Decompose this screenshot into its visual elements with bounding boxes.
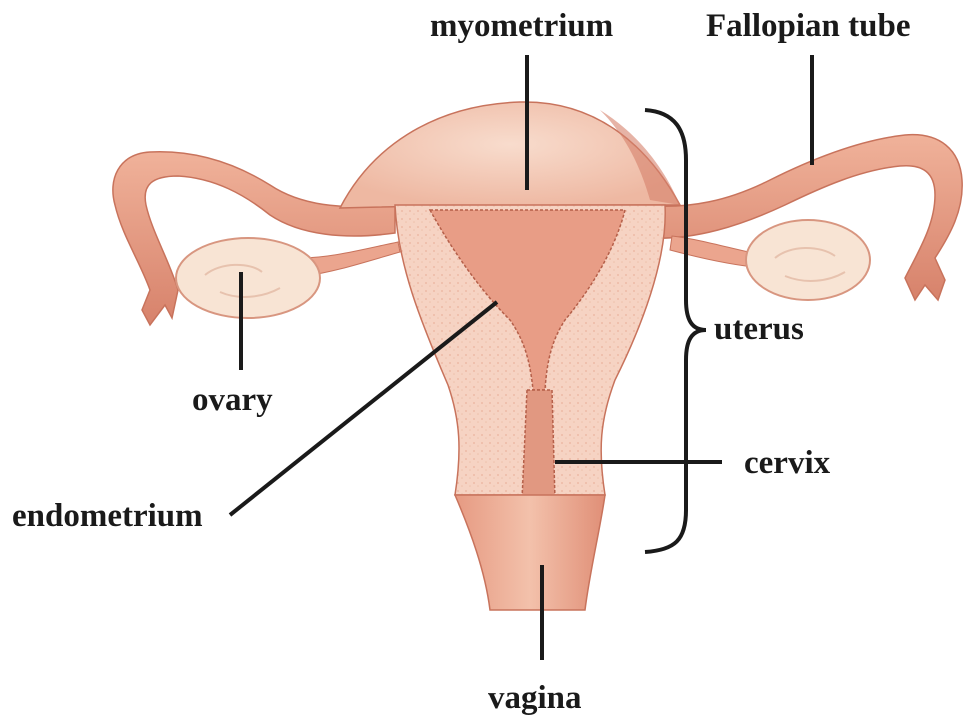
vagina-shape	[455, 495, 605, 610]
left-ovary-shape	[176, 238, 320, 318]
cervical-canal	[522, 390, 555, 500]
label-vagina: vagina	[488, 682, 582, 715]
label-endometrium: endometrium	[12, 500, 203, 533]
label-cervix: cervix	[744, 447, 830, 480]
label-uterus: uterus	[714, 313, 804, 346]
label-fallopian-tube: Fallopian tube	[706, 10, 910, 43]
right-ovary-shape	[746, 220, 870, 300]
uterine-fundus	[340, 102, 680, 208]
label-ovary: ovary	[192, 384, 273, 417]
label-myometrium: myometrium	[430, 10, 613, 43]
